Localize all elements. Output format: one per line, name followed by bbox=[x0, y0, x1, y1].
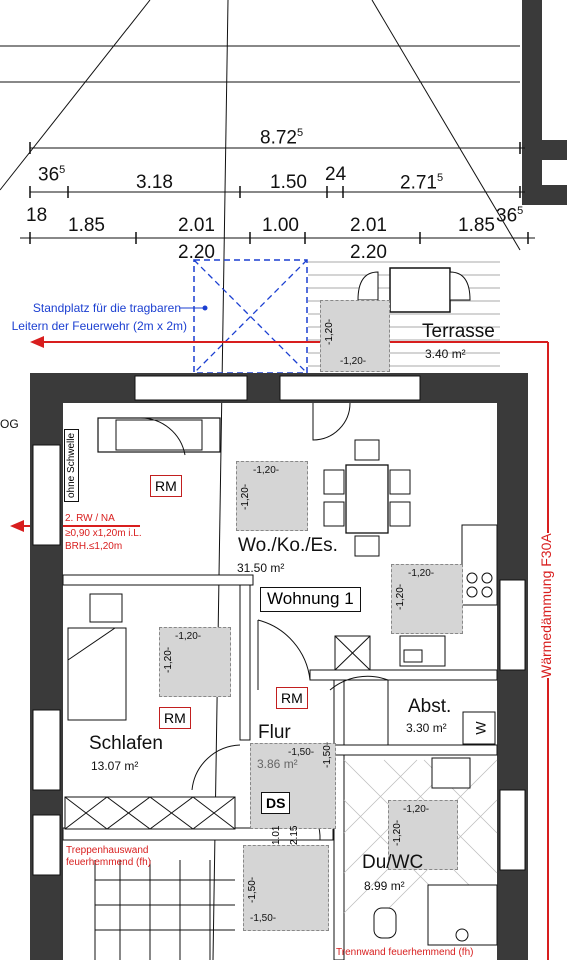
dim-row2-3: 1.00 bbox=[262, 215, 299, 236]
dim-row1-2: 1.50 bbox=[270, 172, 307, 193]
clearance-label: -1,20- bbox=[240, 483, 251, 510]
room-area-wohnen: 31.50 m² bbox=[237, 561, 285, 575]
clearance-zone-bedroom bbox=[159, 627, 231, 697]
room-name-schlafen: Schlafen bbox=[89, 733, 163, 754]
dim-row3-1: 2.20 bbox=[350, 242, 387, 263]
og-label: OG bbox=[0, 417, 19, 431]
stairwell-wall-note-line1: Treppenhauswand bbox=[66, 845, 149, 856]
dim-row3-0: 2.20 bbox=[178, 242, 215, 263]
no-threshold-label: ohne Schwelle bbox=[64, 428, 79, 502]
door-dim-label: 2.15 bbox=[289, 825, 300, 845]
room-area-abst: 3.30 m² bbox=[406, 721, 447, 735]
dim-row1-1: 3.18 bbox=[136, 172, 173, 193]
clearance-label: -1,50- bbox=[247, 876, 258, 903]
room-area-duwc: 8.99 m² bbox=[364, 879, 405, 893]
room-area-schlafen: 13.07 m² bbox=[91, 759, 139, 773]
clearance-label: -1,20- bbox=[408, 568, 435, 579]
room-area-flur: 3.86 m² bbox=[257, 757, 298, 771]
clearance-label: -1,50- bbox=[288, 747, 315, 758]
dim-row2-1: 1.85 bbox=[68, 215, 105, 236]
door-dim-label: 1.01 bbox=[271, 825, 282, 845]
clearance-zone-stair bbox=[243, 845, 329, 931]
clearance-label: -1,20- bbox=[253, 465, 280, 476]
room-name-flur: Flur bbox=[258, 722, 291, 743]
room-name-abst: Abst. bbox=[408, 696, 452, 717]
clearance-label: -1,50- bbox=[250, 913, 277, 924]
smoke-detector-marker: RM bbox=[276, 687, 308, 709]
ladder-note-line2: Leitern der Feuerwehr (2m x 2m) bbox=[11, 319, 187, 333]
ladder-note-line1: Standplatz für die tragbaren bbox=[32, 301, 181, 315]
room-name-wohnen: Wo./Ko./Es. bbox=[238, 535, 338, 556]
escape-note-line1: 2. RW / NA bbox=[65, 513, 115, 524]
dim-row2-2: 2.01 bbox=[178, 215, 215, 236]
clearance-label: -1,20- bbox=[175, 631, 202, 642]
dim-row1-0: 365 bbox=[38, 164, 66, 186]
ds-marker: DS bbox=[261, 792, 291, 814]
dim-row2-6: 365 bbox=[496, 205, 524, 227]
clearance-label: -1,20- bbox=[163, 646, 174, 673]
dim-row1-3: 24 bbox=[325, 164, 347, 185]
partition-wall-note: Trennwand feuerhemmend (fh) bbox=[336, 947, 474, 958]
clearance-zone-terrace bbox=[320, 300, 390, 372]
room-name-duwc: Du/WC bbox=[362, 852, 424, 873]
dim-row2-0: 18 bbox=[26, 205, 48, 226]
smoke-detector-marker: RM bbox=[150, 475, 182, 497]
escape-note-line2: ≥0,90 x1,20m i.L. bbox=[65, 528, 142, 539]
clearance-label: -1,20- bbox=[340, 356, 367, 367]
dim-row1-4: 2.715 bbox=[400, 172, 444, 194]
clearance-label: -1,20- bbox=[392, 819, 403, 846]
room-name-terrasse: Terrasse bbox=[422, 321, 495, 342]
escape-note-line3: BRH.≤1,20m bbox=[65, 541, 123, 552]
clearance-label: -1,20- bbox=[324, 318, 335, 345]
insulation-label: Wärmedämmung F30A bbox=[538, 533, 554, 678]
room-area-terrasse: 3.40 m² bbox=[425, 347, 466, 361]
clearance-zone-bath bbox=[388, 800, 458, 870]
clearance-label: -1,20- bbox=[395, 583, 406, 610]
smoke-detector-marker: RM bbox=[159, 707, 191, 729]
clearance-zone-kitchen bbox=[391, 564, 463, 634]
dim-row2-5: 1.85 bbox=[458, 215, 495, 236]
clearance-label: -1,50- bbox=[322, 741, 333, 768]
clearance-zone-hall bbox=[250, 743, 336, 829]
stairwell-wall-note-line2: feuerhemmend (fh) bbox=[66, 857, 152, 868]
dim-row2-4: 2.01 bbox=[350, 215, 387, 236]
clearance-label: -1,20- bbox=[403, 804, 430, 815]
apartment-label: Wohnung 1 bbox=[260, 587, 361, 612]
washer-marker: W bbox=[472, 721, 489, 735]
dim-total: 8.725 bbox=[260, 127, 304, 149]
clearance-zone-living bbox=[236, 461, 308, 531]
